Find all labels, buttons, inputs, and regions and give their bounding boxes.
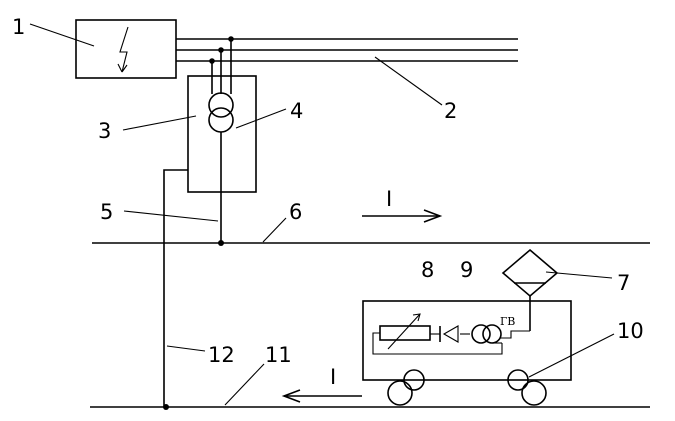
label-2: 2 xyxy=(444,99,457,123)
wheel-front-small xyxy=(403,369,425,391)
label-10: 10 xyxy=(617,319,644,343)
label-11: 11 xyxy=(265,343,292,367)
locomotive xyxy=(362,300,572,406)
current-arrow-top xyxy=(362,209,443,223)
regulating-resistor xyxy=(379,325,431,341)
label-7: 7 xyxy=(617,271,630,295)
label-3: 3 xyxy=(98,119,111,143)
traction-substation xyxy=(163,75,257,407)
transmission-line xyxy=(176,38,518,62)
label-1: 1 xyxy=(12,15,25,39)
label-4: 4 xyxy=(290,99,303,123)
power-station xyxy=(75,19,177,79)
leader-lines xyxy=(29,23,615,406)
wheel-rear-small xyxy=(507,369,529,391)
label-9: 9 xyxy=(460,258,473,282)
transformer-secondary-winding xyxy=(208,107,234,133)
label-gv: ГВ xyxy=(500,315,515,328)
label-8: 8 xyxy=(421,258,434,282)
label-5: 5 xyxy=(100,200,113,224)
locomotive-body xyxy=(362,300,572,381)
pantograph xyxy=(500,248,559,339)
label-12: 12 xyxy=(208,343,235,367)
traction-motor-winding-b xyxy=(482,324,502,344)
current-label-bottom: I xyxy=(330,365,336,389)
rectifier-diode xyxy=(442,325,459,343)
lightning-bolt-icon xyxy=(117,26,129,73)
wheel-front xyxy=(387,380,413,406)
label-6: 6 xyxy=(289,200,302,224)
traction-motor-winding-a xyxy=(471,324,491,344)
substation-feeders xyxy=(209,36,234,94)
transformer-primary-winding xyxy=(208,92,234,118)
current-arrow-bottom xyxy=(281,389,362,403)
wheel-rear xyxy=(521,380,547,406)
current-label-top: I xyxy=(386,187,392,211)
